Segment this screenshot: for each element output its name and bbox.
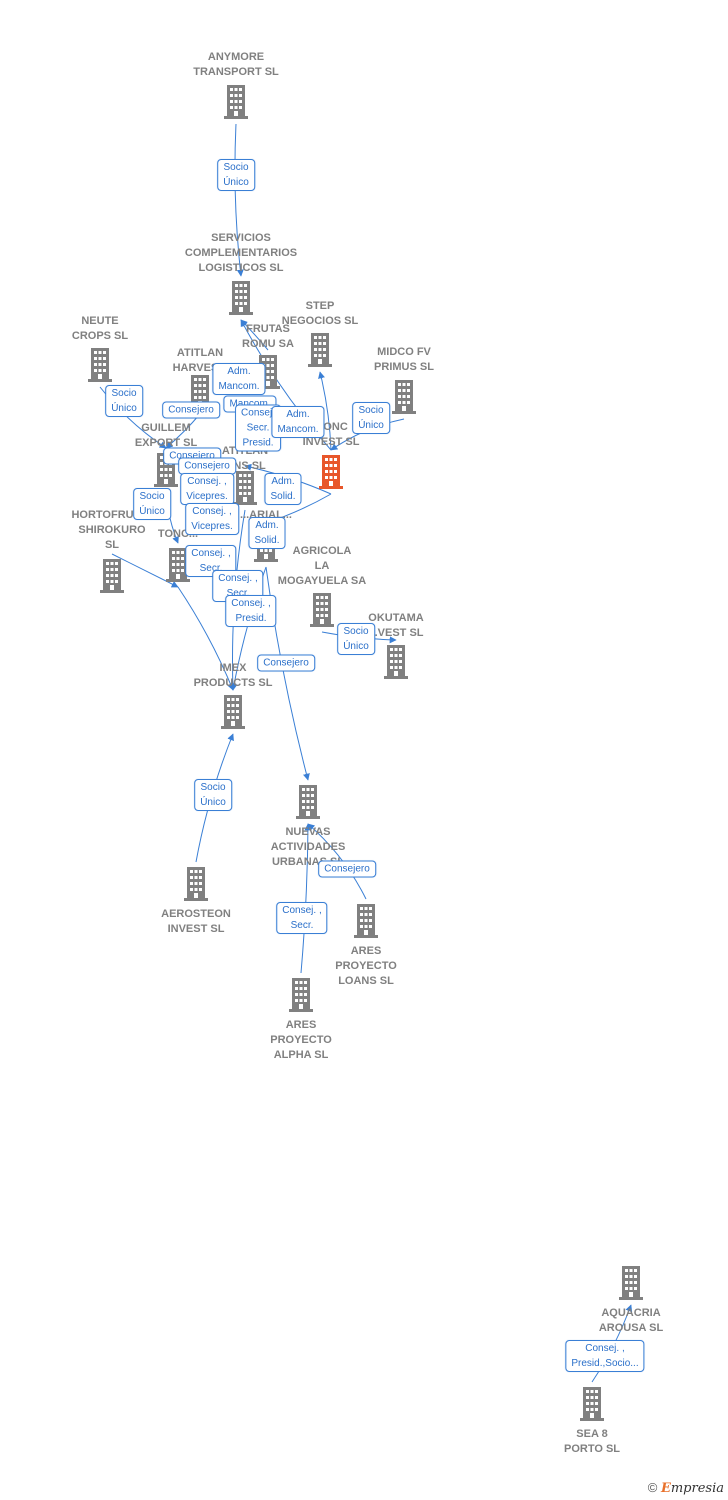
copyright-symbol: © xyxy=(647,1480,658,1495)
company-node-icon-sea8[interactable] xyxy=(580,1387,604,1421)
relation-label[interactable]: Consej. , Secr. xyxy=(276,902,328,934)
edge-hortofrut-to-tonc xyxy=(111,553,179,588)
relation-label[interactable]: Consej. , Presid. xyxy=(225,595,277,627)
nodes-layer xyxy=(88,85,643,1421)
relation-label[interactable]: Socio Único xyxy=(133,488,171,520)
company-label-neute[interactable]: NEUTE CROPS SL xyxy=(71,315,129,342)
relation-label[interactable]: Consej. , Secr. xyxy=(185,545,237,577)
company-label-aquacria[interactable]: AQUACRIA AROUSA SL xyxy=(598,1307,664,1334)
company-label-guillem[interactable]: GUILLEM EXPORT SL xyxy=(134,422,198,449)
relation-label[interactable]: Socio Único xyxy=(337,623,375,655)
company-node-icon-imex[interactable] xyxy=(221,695,245,729)
footer-brand: © Empresia xyxy=(648,1480,724,1496)
relation-label[interactable]: Consejero xyxy=(178,457,236,475)
relation-label[interactable]: Adm. Mancom. xyxy=(271,406,325,438)
brand-logo: Empresia xyxy=(660,1481,724,1496)
relation-label[interactable]: Socio Único xyxy=(105,385,143,417)
company-label-hortofrut[interactable]: HORTOFRUTI... SHIROKURO SL xyxy=(71,509,153,551)
company-node-icon-focus[interactable] xyxy=(319,455,343,489)
company-node-icon-servicios[interactable] xyxy=(229,281,253,315)
company-label-okutama[interactable]: OKUTAMA ...VEST SL xyxy=(368,612,424,639)
company-label-ares_loans[interactable]: ARES PROYECTO LOANS SL xyxy=(335,945,397,987)
company-node-icon-hortofrut[interactable] xyxy=(100,559,124,593)
company-node-icon-atitlan2[interactable] xyxy=(233,471,257,505)
company-label-frutas[interactable]: FRUTAS ROMU SA xyxy=(242,323,294,350)
company-label-step[interactable]: STEP NEGOCIOS SL xyxy=(281,300,359,327)
edge-arial-to-nuevas xyxy=(265,566,310,781)
company-label-ares_alpha[interactable]: ARES PROYECTO ALPHA SL xyxy=(270,1019,332,1061)
edge-ares_loans-to-nuevas xyxy=(307,823,367,900)
relation-label[interactable]: Consejero xyxy=(162,401,220,419)
company-label-servicios[interactable]: SERVICIOS COMPLEMENTARIOS LOGISTICOS SL xyxy=(184,232,298,274)
company-node-icon-aquacria[interactable] xyxy=(619,1266,643,1300)
relation-label[interactable]: Consejero xyxy=(318,860,376,878)
company-label-anymore[interactable]: ANYMORE TRANSPORT SL xyxy=(193,51,279,78)
company-label-sea8[interactable]: SEA 8 PORTO SL xyxy=(563,1428,621,1455)
relation-label[interactable]: Socio Único xyxy=(194,779,232,811)
edge-anymore-to-servicios xyxy=(234,123,244,277)
relation-label[interactable]: Adm. Mancom. xyxy=(212,363,266,395)
company-label-midco[interactable]: MIDCO FV PRIMUS SL xyxy=(374,346,434,373)
relation-label[interactable]: Consej. , Vicepres. xyxy=(180,473,234,505)
relation-label[interactable]: Adm. Solid. xyxy=(264,473,302,505)
relation-label[interactable]: Consej. , Presid.,Socio... xyxy=(565,1340,645,1372)
company-node-icon-nuevas[interactable] xyxy=(296,785,320,819)
company-node-icon-aerosteon[interactable] xyxy=(184,867,208,901)
relation-label[interactable]: Adm. Solid. xyxy=(248,517,286,549)
edge-tonc-to-imex xyxy=(177,586,234,691)
relation-label[interactable]: Consej. , Vicepres. xyxy=(185,503,239,535)
company-node-icon-okutama[interactable] xyxy=(384,645,408,679)
edge-focus-to-step xyxy=(318,371,332,451)
company-node-icon-ares_loans[interactable] xyxy=(354,904,378,938)
company-node-icon-neute[interactable] xyxy=(88,348,112,382)
relation-label[interactable]: Consejero xyxy=(257,654,315,672)
company-label-imex[interactable]: IMEX PRODUCTS SL xyxy=(193,662,273,689)
company-label-aerosteon[interactable]: AEROSTEON INVEST SL xyxy=(161,908,231,935)
company-label-focus[interactable]: ...ONC INVEST SL xyxy=(302,421,360,448)
company-node-icon-midco[interactable] xyxy=(392,380,416,414)
relation-label[interactable]: Socio Único xyxy=(217,159,255,191)
relation-label[interactable]: Socio Único xyxy=(352,402,390,434)
company-node-icon-anymore[interactable] xyxy=(224,85,248,119)
edge-ares_alpha-to-nuevas xyxy=(300,823,312,974)
company-label-agricola[interactable]: AGRICOLA LA MOGAYUELA SA xyxy=(277,545,367,587)
